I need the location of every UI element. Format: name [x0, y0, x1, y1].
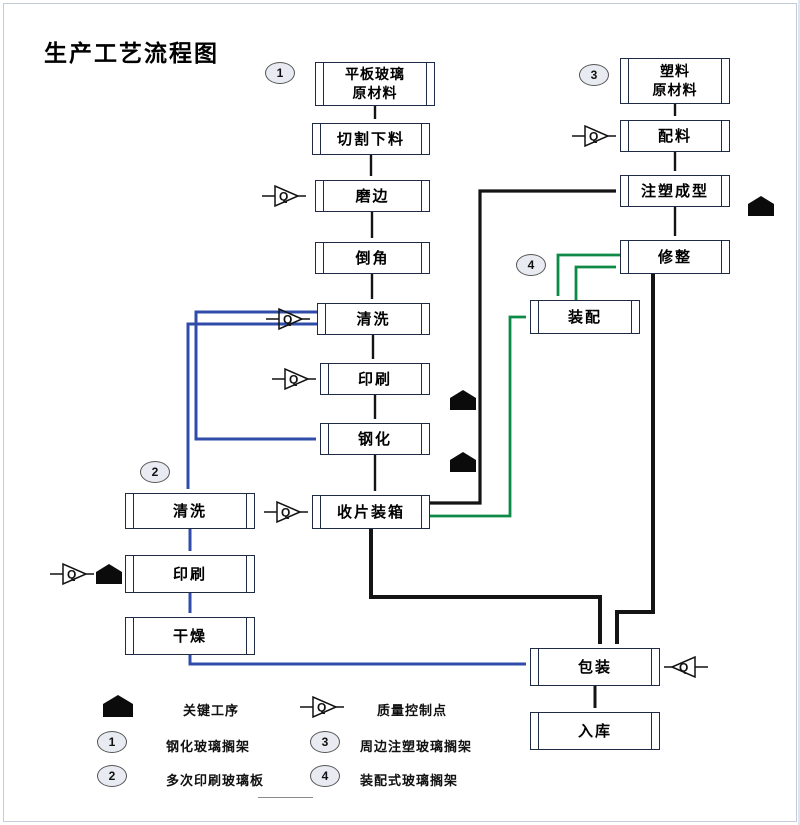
node-injection: 注塑成型 — [620, 175, 730, 207]
legend-item4-label: 装配式玻璃搁架 — [360, 773, 459, 788]
key-process-icon-collect — [450, 452, 476, 472]
svg-text:Q: Q — [289, 373, 298, 387]
edge-collect-packing — [369, 529, 602, 644]
quality-point-icon-batching: Q — [572, 123, 616, 154]
page-title: 生产工艺流程图 — [44, 40, 219, 66]
edge-wash-temper — [194, 310, 317, 441]
ref-circle-1-label: 1 — [276, 66, 284, 80]
ref-circle-4-label: 4 — [527, 258, 535, 272]
quality-point-icon-print-branch: Q — [50, 561, 94, 592]
edge-wash-washbranch — [186, 322, 317, 489]
legend-circle-2-num: 2 — [108, 769, 116, 783]
node-warehouse: 入库 — [530, 712, 660, 750]
legend-circle-2: 2 — [97, 765, 127, 787]
legend-quality-point-icon: Q — [300, 694, 344, 725]
node-plastic: 塑料 原材料 — [620, 58, 730, 104]
node-dry: 干燥 — [125, 617, 255, 655]
node-flat-glass: 平板玻璃 原材料 — [315, 62, 435, 106]
ref-circle-3: 3 — [579, 64, 609, 86]
node-flat-glass-label: 平板玻璃 原材料 — [345, 66, 405, 101]
quality-point-icon-packing: Q — [664, 654, 708, 685]
legend-quality-point-label: 质量控制点 — [377, 703, 448, 718]
node-temper: 钢化 — [320, 423, 430, 455]
legend-key-process-label: 关键工序 — [183, 703, 240, 718]
edge-collect-assembly — [430, 315, 526, 518]
ref-circle-1: 1 — [265, 62, 295, 84]
node-chamfer: 倒角 — [315, 242, 430, 274]
edge-trimming-packing — [615, 274, 655, 644]
node-dry-label: 干燥 — [172, 627, 207, 645]
legend-circle-3: 3 — [310, 731, 340, 753]
node-edging: 磨边 — [315, 180, 430, 212]
node-chamfer-label: 倒角 — [355, 249, 390, 267]
node-print-branch-label: 印刷 — [172, 565, 207, 583]
node-collect: 收片装箱 — [312, 495, 430, 529]
node-wash-branch: 清洗 — [125, 493, 255, 529]
legend-item1-label: 钢化玻璃搁架 — [166, 739, 251, 754]
svg-text:Q: Q — [279, 190, 288, 204]
node-packing: 包装 — [530, 648, 660, 686]
node-plastic-label: 塑料 原材料 — [652, 63, 698, 98]
legend-circle-3-num: 3 — [321, 735, 329, 749]
legend-circle-4: 4 — [310, 765, 340, 787]
node-assembly-label: 装配 — [567, 308, 602, 326]
node-warehouse-label: 入库 — [577, 722, 612, 740]
svg-text:Q: Q — [679, 661, 688, 675]
quality-point-icon-wash: Q — [266, 306, 310, 337]
node-trimming: 修整 — [620, 240, 730, 274]
legend-circle-4-num: 4 — [321, 769, 329, 783]
legend-key-process-icon — [103, 695, 133, 717]
key-process-icon-print-branch — [96, 564, 122, 584]
svg-text:Q: Q — [67, 568, 76, 582]
legend-circle-1-num: 1 — [108, 735, 116, 749]
key-process-icon-injection — [748, 196, 774, 216]
node-cutting-label: 切割下料 — [336, 130, 405, 148]
node-batching-label: 配料 — [657, 127, 692, 145]
ref-circle-2: 2 — [140, 461, 170, 483]
node-packing-label: 包装 — [577, 658, 612, 676]
legend-item2-label: 多次印刷玻璃板 — [166, 773, 265, 788]
svg-text:Q: Q — [589, 130, 598, 144]
edge-assembly-trimming — [574, 265, 616, 300]
node-batching: 配料 — [620, 120, 730, 152]
edge-dry-packing — [188, 655, 526, 666]
ref-circle-4: 4 — [516, 254, 546, 276]
legend-item3-label: 周边注塑玻璃搁架 — [360, 739, 473, 754]
node-temper-label: 钢化 — [357, 430, 392, 448]
quality-point-icon-print: Q — [272, 366, 316, 397]
node-print-main-label: 印刷 — [357, 370, 392, 388]
node-wash-main: 清洗 — [317, 303, 430, 335]
edge-collect-injection — [430, 189, 616, 505]
key-process-icon-temper — [450, 390, 476, 410]
node-collect-label: 收片装箱 — [336, 503, 405, 521]
node-wash-main-label: 清洗 — [356, 310, 391, 328]
node-print-branch: 印刷 — [125, 555, 255, 593]
node-assembly: 装配 — [530, 300, 640, 334]
bottom-divider — [258, 797, 313, 798]
quality-point-icon-collect: Q — [264, 499, 308, 530]
legend-circle-1: 1 — [97, 731, 127, 753]
node-edging-label: 磨边 — [355, 187, 390, 205]
ref-circle-3-label: 3 — [590, 68, 598, 82]
ref-circle-2-label: 2 — [151, 465, 159, 479]
node-wash-branch-label: 清洗 — [172, 502, 207, 520]
svg-text:Q: Q — [281, 506, 290, 520]
edge-trimming-assembly — [556, 253, 620, 296]
svg-text:Q: Q — [283, 313, 292, 327]
node-trimming-label: 修整 — [657, 248, 692, 266]
node-print-main: 印刷 — [320, 363, 430, 395]
svg-text:Q: Q — [317, 701, 326, 715]
node-injection-label: 注塑成型 — [640, 182, 709, 200]
node-cutting: 切割下料 — [312, 123, 430, 155]
quality-point-icon-edging: Q — [262, 183, 306, 214]
